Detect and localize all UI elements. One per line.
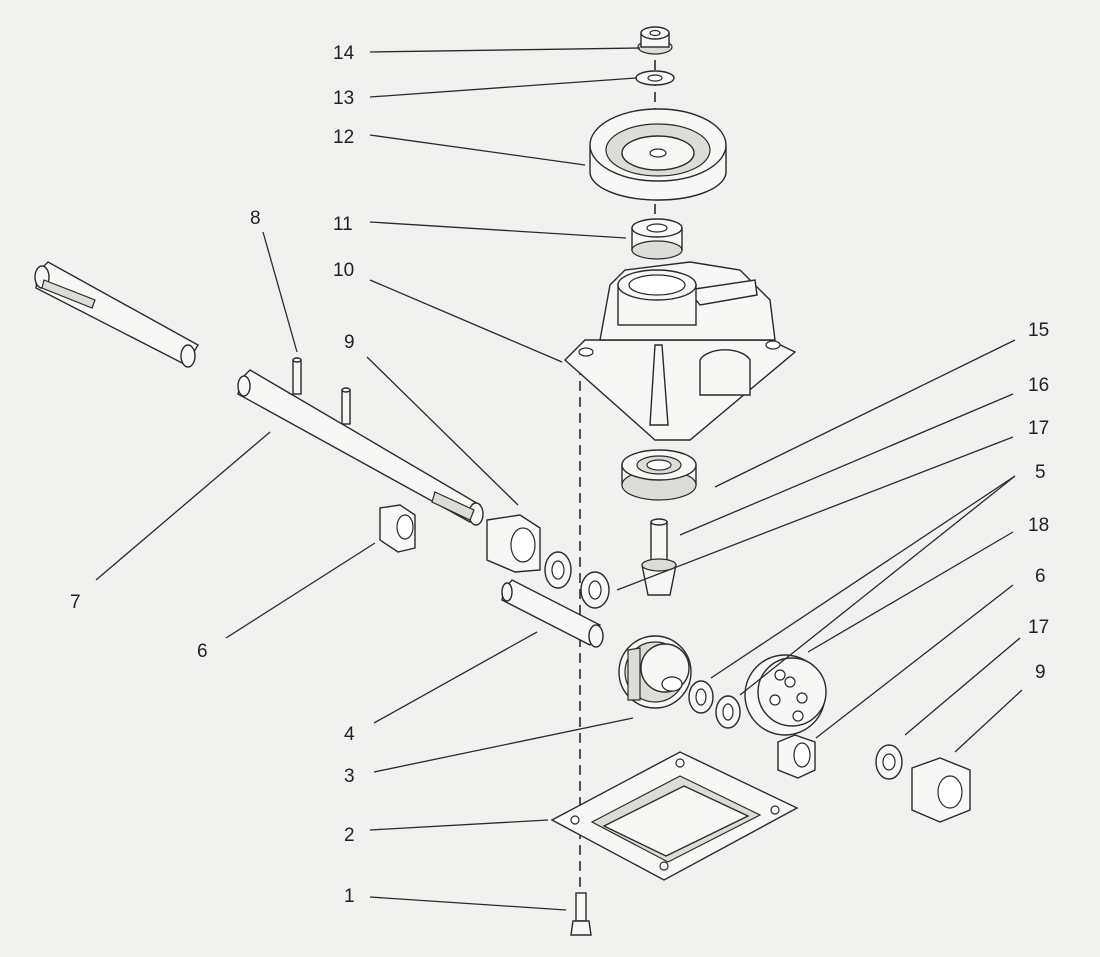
part-7-axle-lower [237, 369, 484, 526]
part-7-axle-upper [34, 261, 199, 368]
callout-17-upper: 17 [1028, 418, 1049, 439]
part-6-bushing-right [777, 734, 816, 779]
leader-lines [95, 47, 1023, 911]
callout-8: 8 [250, 208, 261, 229]
callout-18: 18 [1028, 515, 1049, 536]
callout-10: 10 [333, 260, 354, 281]
callout-6-right: 6 [1035, 566, 1046, 587]
callout-11: 11 [333, 214, 353, 235]
part-5-washer-left [580, 571, 610, 609]
callout-5: 5 [1035, 462, 1046, 483]
part-15-bearing [621, 449, 697, 501]
callout-9-right: 9 [1035, 662, 1046, 683]
part-12-pulley [589, 108, 727, 201]
callout-labels: 14 13 12 11 10 8 9 7 6 4 3 2 1 15 16 17 … [70, 43, 1049, 907]
callout-7: 7 [70, 592, 81, 613]
part-16-pinion-gear [641, 518, 677, 596]
callout-6-left: 6 [197, 641, 208, 662]
part-14-nut [637, 26, 673, 55]
part-18-spur-gear [744, 654, 827, 736]
callout-17-lower: 17 [1028, 617, 1049, 638]
part-1-bolt [570, 892, 592, 936]
part-13-washer [635, 70, 675, 86]
part-9-bushing-right [911, 757, 971, 823]
part-4-shaft [501, 579, 604, 648]
part-17-washer-left [544, 551, 572, 589]
part-11-spacer [631, 218, 683, 260]
callout-13: 13 [333, 88, 354, 109]
part-10-housing [563, 261, 797, 441]
callout-1: 1 [344, 886, 355, 907]
callout-2: 2 [344, 825, 355, 846]
part-9-bushing-left [486, 514, 541, 573]
callout-12: 12 [333, 127, 354, 148]
part-6-bushing-left [379, 504, 416, 553]
part-17-washer-right [875, 744, 903, 780]
callout-3: 3 [344, 766, 355, 787]
callout-14-upper: 14 [333, 43, 355, 64]
callout-15: 15 [1028, 320, 1049, 341]
part-5-washer-right [688, 680, 714, 714]
callout-16: 16 [1028, 375, 1049, 396]
part-17-washer-mid [715, 695, 741, 729]
callout-9-left: 9 [344, 332, 355, 353]
part-3-gear [618, 635, 692, 709]
callout-4: 4 [344, 724, 355, 745]
part-2-cover-plate [550, 751, 799, 881]
